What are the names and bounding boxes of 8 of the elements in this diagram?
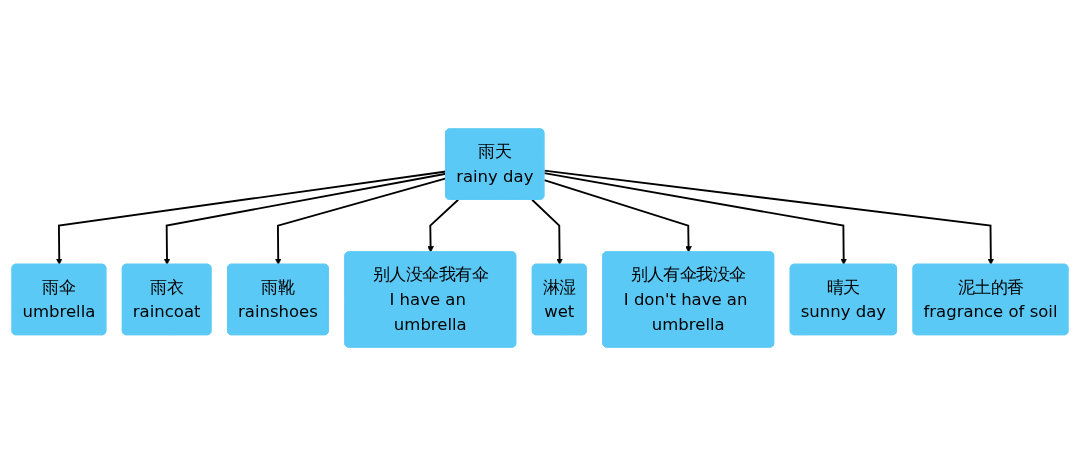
arrow — [531, 198, 563, 265]
arrow — [274, 177, 447, 265]
arrow — [163, 172, 447, 265]
arrow — [543, 172, 847, 265]
arrow — [543, 169, 995, 265]
arrow — [55, 170, 447, 265]
arrow — [427, 198, 460, 253]
arrow — [543, 179, 692, 253]
